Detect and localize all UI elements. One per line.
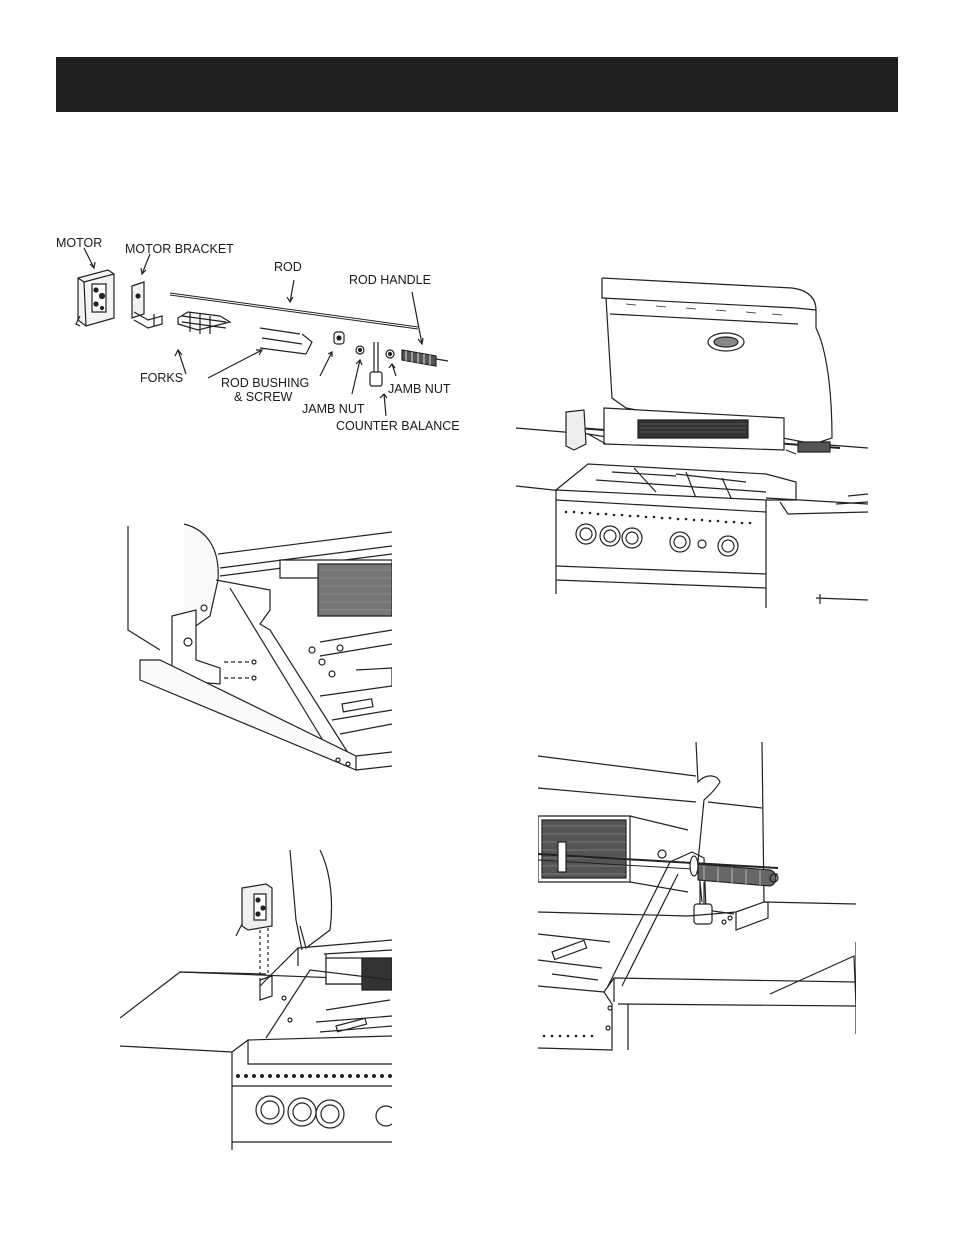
header-bar bbox=[56, 57, 898, 112]
grill-rotisserie-assembled-illustration bbox=[516, 268, 868, 608]
motor-icon bbox=[76, 270, 114, 326]
motor-mounting-illustration bbox=[120, 850, 392, 1150]
control-knob-icons bbox=[256, 1096, 392, 1128]
forks-icon bbox=[178, 312, 312, 354]
grill-assembled-drawing bbox=[516, 268, 868, 608]
label-counter-balance: COUNTER BALANCE bbox=[336, 419, 460, 433]
bracket-mounting-illustration bbox=[120, 520, 392, 790]
label-jamb-nut-right: JAMB NUT bbox=[388, 382, 451, 396]
label-forks: FORKS bbox=[140, 371, 183, 385]
rod-bushing-icon bbox=[334, 332, 344, 344]
parts-diagram-drawing bbox=[50, 228, 470, 438]
motor-icon bbox=[566, 410, 586, 450]
label-rod: ROD bbox=[274, 260, 302, 274]
counter-balance-detail-illustration bbox=[538, 742, 856, 1054]
counter-balance-icon bbox=[694, 882, 712, 924]
label-motor-bracket: MOTOR BRACKET bbox=[125, 242, 234, 256]
counter-balance-detail-drawing bbox=[538, 742, 856, 1054]
label-jamb-nut-left: JAMB NUT bbox=[302, 402, 365, 416]
label-rod-bushing: ROD BUSHING bbox=[221, 376, 309, 390]
label-rod-bushing-screw: & SCREW bbox=[234, 390, 292, 404]
rod-handle-icon bbox=[798, 442, 830, 452]
counter-balance-icon bbox=[370, 342, 382, 386]
parts-diagram: MOTOR MOTOR BRACKET ROD ROD HANDLE FORKS… bbox=[50, 228, 470, 438]
label-rod-handle: ROD HANDLE bbox=[349, 273, 431, 287]
bracket-mounting-drawing bbox=[120, 520, 392, 790]
label-motor: MOTOR bbox=[56, 236, 102, 250]
motor-bracket-icon bbox=[132, 282, 162, 328]
rod-handle-icon bbox=[402, 350, 448, 366]
motor-mounting-drawing bbox=[120, 850, 392, 1150]
